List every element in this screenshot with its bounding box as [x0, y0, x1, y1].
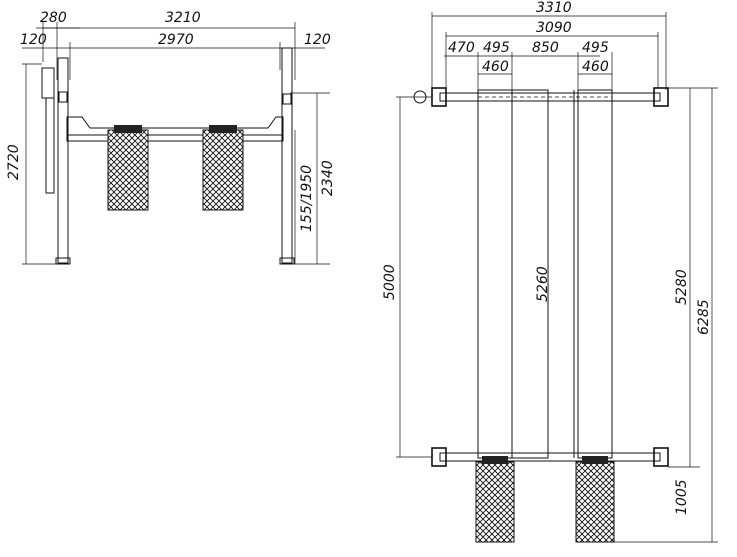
front-crossbar	[439, 92, 661, 102]
crossbeam	[66, 116, 284, 142]
dim-3210: 3210	[165, 10, 201, 26]
dim-5260: 5260	[535, 266, 551, 302]
right-foot	[279, 257, 295, 265]
dim-5000: 5000	[382, 264, 398, 300]
dim-460-left: 460	[482, 59, 509, 75]
dim-120-right: 120	[304, 32, 331, 48]
left-column	[57, 57, 69, 264]
front-tire-right-top	[209, 125, 237, 133]
top-tire-right	[575, 461, 615, 543]
runway-right	[577, 89, 613, 459]
dim-280: 280	[40, 10, 67, 26]
runway-left-inner	[511, 89, 549, 459]
rear-crossbar	[439, 452, 661, 462]
dim-850: 850	[532, 40, 559, 56]
dim-3310: 3310	[536, 0, 572, 16]
front-top-dimensions	[22, 22, 325, 80]
dim-2970: 2970	[158, 32, 194, 48]
left-carriage	[58, 91, 68, 103]
top-view: 3310 3090 470 495 850 495 460 460 5000	[382, 0, 718, 543]
dim-495-right: 495	[582, 40, 609, 56]
dim-470: 470	[448, 40, 475, 56]
top-tire-left-top	[482, 456, 508, 464]
dim-155-1950: 155/1950	[299, 165, 315, 232]
right-carriage	[282, 93, 292, 105]
dim-1005: 1005	[674, 479, 690, 515]
front-tire-right	[202, 129, 244, 211]
crossbeam-body	[66, 116, 284, 142]
front-tire-left-top	[114, 125, 142, 133]
top-tire-right-top	[582, 456, 608, 464]
post-rear-right	[653, 447, 669, 467]
lift-columns	[41, 47, 295, 265]
runway-left	[477, 89, 513, 459]
dim-460-right: 460	[582, 59, 609, 75]
control-box	[41, 67, 55, 99]
left-column-back	[45, 97, 55, 194]
front-view: 280 3210 120 2970 120 2720	[6, 10, 336, 265]
dim-2340: 2340	[320, 160, 336, 196]
dim-120-left: 120	[20, 32, 47, 48]
post-front-right	[653, 87, 669, 107]
front-tire-left	[107, 129, 149, 211]
dim-5280: 5280	[674, 269, 690, 305]
post-rear-left	[431, 447, 447, 467]
dim-3090: 3090	[536, 20, 572, 36]
post-front-left	[431, 87, 447, 107]
dim-6285: 6285	[696, 299, 712, 335]
right-column	[281, 47, 293, 264]
top-tire-left	[475, 461, 515, 543]
dim-495-left: 495	[483, 40, 510, 56]
dim-2720: 2720	[6, 144, 22, 180]
